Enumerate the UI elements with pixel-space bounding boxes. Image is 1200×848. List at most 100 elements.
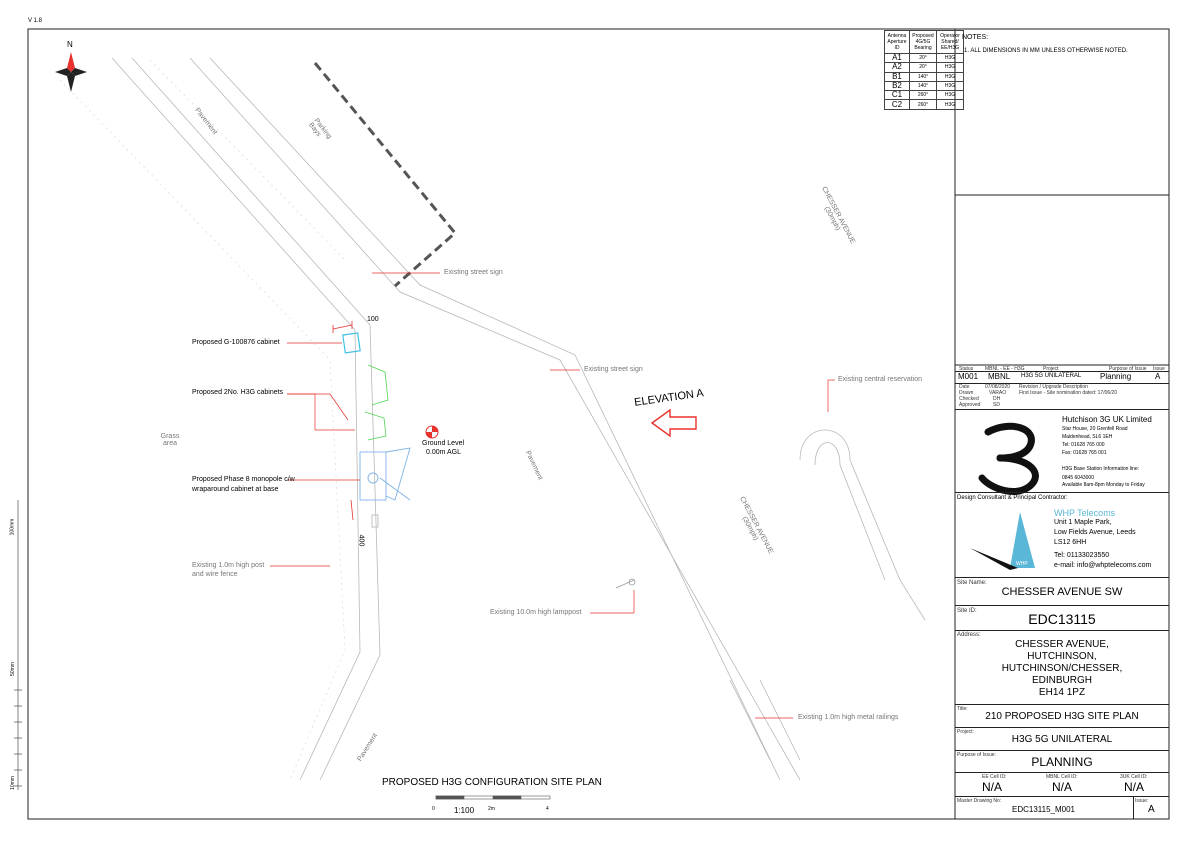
address-line-1: CHESSER AVENUE, (1015, 639, 1109, 650)
rev-mbnl: MBNL (988, 372, 1011, 381)
antenna-header-operator: Operator Shared/ EE/H3G (936, 30, 964, 54)
mbnl-cell-caption: MBNL Cell ID: (1046, 774, 1078, 780)
callout-monopole-line-1: Proposed Phase 8 monopole c/w (192, 476, 295, 483)
antenna-bearing: 140° (909, 80, 937, 92)
antenna-id: B2 (884, 80, 910, 92)
proposed-h3g-cabinets (364, 364, 389, 441)
road-kerb-lines (111, 57, 926, 781)
purpose-value: PLANNING (1031, 755, 1093, 769)
master-issue-caption: Issue: (1135, 798, 1149, 804)
callout-railings: Existing 1.0m high metal railings (798, 714, 899, 721)
lamppost (615, 579, 635, 589)
master-issue-value: A (1148, 804, 1155, 815)
master-caption: Master Drawing No: (957, 798, 1002, 804)
antenna-id: A2 (884, 62, 910, 73)
antenna-id: B1 (884, 71, 910, 82)
dimension-400-label: 400 (357, 534, 365, 547)
callout-leaders (270, 272, 835, 719)
grass-area-label: Grass area (160, 433, 180, 447)
whp-addr2: Low Fields Avenue, Leeds (1054, 529, 1136, 536)
north-arrow-icon (55, 52, 87, 92)
north-label: N (67, 40, 73, 49)
rev-checked: DH (993, 396, 1001, 402)
scale-label: 1:100 (454, 806, 475, 815)
site-id-value: EDC13115 (1028, 611, 1096, 627)
address-caption: Address: (957, 632, 981, 638)
antenna-bearing: 20° (909, 52, 937, 64)
rev-purpose: Planning (1100, 372, 1132, 381)
antenna-operator: H3G (936, 62, 964, 73)
antenna-bearing: 20° (909, 62, 937, 73)
rev-description: First Issue - Site nomination dated: 17/… (1019, 390, 1118, 396)
whp-email: e-mail: info@whptelecoms.com (1054, 562, 1152, 569)
scale-end: 4 (546, 806, 549, 812)
callout-lamppost: Existing 10.0m high lamppost (490, 609, 582, 616)
antenna-operator: H3G (936, 99, 964, 110)
rev-drawn: VARAO (989, 390, 1007, 396)
agl-label: 0.00m AGL (426, 449, 462, 456)
address-line-5: EH14 1PZ (1038, 687, 1086, 698)
callout-proposed-cabinet: Proposed G-100876 cabinet (192, 339, 280, 346)
hutchison-fax: Fax: 01628 765 001 (1062, 450, 1107, 456)
ruler-50mm: 50mm (9, 662, 16, 676)
antenna-id: A1 (884, 52, 910, 64)
ee-cell-value: N/A (982, 780, 1003, 794)
parking-bays-line (313, 62, 458, 288)
rev-status: M001 (958, 372, 979, 381)
elevation-arrow-icon (650, 408, 697, 438)
hutchison-name: Hutchison 3G UK Limited (1062, 415, 1152, 424)
rev-date: 07/08/2020 (985, 384, 1011, 390)
rev-header-issue: Issue (1153, 366, 1165, 372)
address-line-2: HUTCHINSON, (1027, 651, 1097, 662)
address-line-4: EDINBURGH (1031, 675, 1092, 686)
whp-logo (970, 512, 1035, 570)
drawing-frame (27, 28, 1170, 820)
proposed-monopole (359, 447, 411, 528)
callout-central-reservation: Existing central reservation (838, 376, 923, 383)
whp-name: WHP Telecoms (1054, 508, 1116, 518)
callout-street-sign-1: Existing street sign (444, 269, 503, 276)
rev-label-checked: Checked (959, 396, 979, 402)
antenna-id: C2 (884, 99, 910, 110)
hutchison-info1: H3G Base Station Information line: (1062, 466, 1139, 472)
consultant-caption: Design Consultant & Principal Contractor… (957, 495, 1068, 501)
purpose-caption: Purpose of Issue: (957, 752, 996, 758)
rev-header-project: Project (1043, 366, 1059, 372)
rev-label-approved: Approved (959, 402, 981, 408)
rev-header-mbnl: MBNL - EE - H3G (985, 366, 1025, 372)
fence-line (59, 59, 346, 781)
callout-street-sign-2: Existing street sign (584, 366, 643, 373)
antenna-id: C1 (884, 90, 910, 101)
site-name-value: CHESSER AVENUE SW (1001, 586, 1123, 598)
ruler-100mm: 100mm (9, 518, 16, 536)
scale-ruler (14, 500, 22, 790)
antenna-table: Antenna Aperture ID Proposed 4G/5G Beari… (884, 30, 964, 110)
callout-fence-line-2: and wire fence (192, 571, 238, 578)
antenna-header-bearing: Proposed 4G/5G Bearing (909, 30, 937, 54)
master-value: EDC13115_M001 (1012, 805, 1076, 814)
hutchison-tel: Tel: 01628 765 000 (1062, 442, 1105, 448)
rev-header-purpose: Purpose of Issue (1109, 366, 1147, 372)
antenna-operator: H3G (936, 80, 964, 92)
version-label: V 1.8 (28, 18, 43, 24)
address-line-3: HUTCHINSON/CHESSER, (1001, 663, 1123, 674)
hutchison-addr2: Maidenhead, SL6 1EH (1062, 434, 1113, 440)
rev-desc-header: Revision / Upgrade Description (1019, 384, 1088, 390)
revision-block: Status MBNL - EE - H3G Project Purpose o… (955, 365, 1169, 410)
ee-cell-caption: EE Cell ID: (982, 774, 1007, 780)
site-id-caption: Site ID: (957, 608, 977, 614)
three-logo (978, 422, 1039, 495)
antenna-bearing: 260° (909, 90, 937, 101)
plan-title: PROPOSED H3G CONFIGURATION SITE PLAN (382, 777, 602, 788)
ruler-10mm: 10mm (9, 776, 16, 790)
scale-mid: 2m (488, 806, 495, 812)
notes-title: NOTES: (962, 34, 989, 41)
three-cell-caption: 3UK Cell ID: (1120, 774, 1148, 780)
title-value: 210 PROPOSED H3G SITE PLAN (985, 711, 1139, 722)
